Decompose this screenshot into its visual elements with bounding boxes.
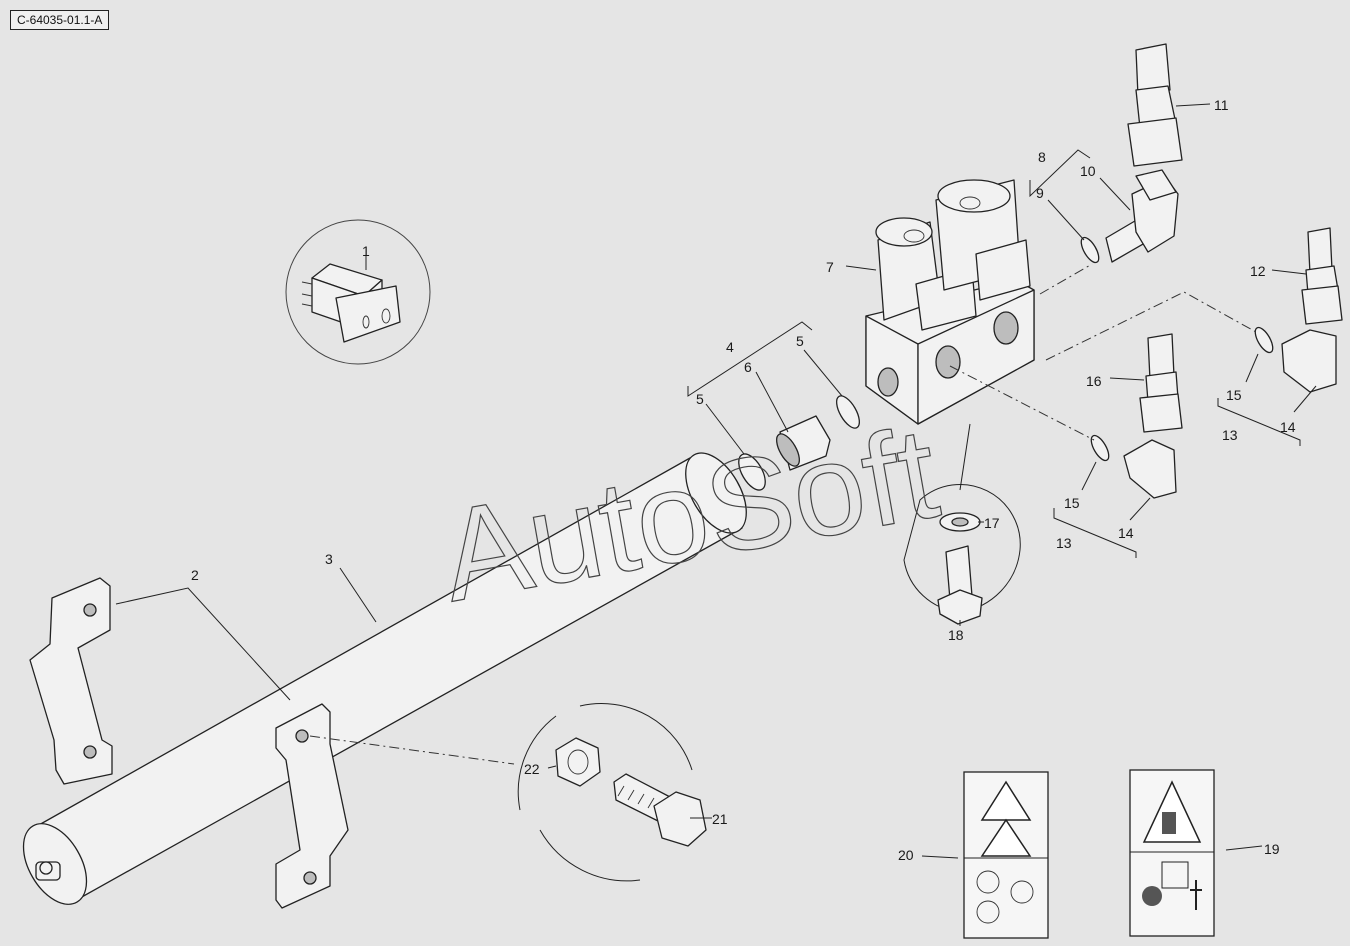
callout-1: 1 [362, 243, 370, 259]
callout-2: 2 [191, 567, 199, 583]
callout-16: 16 [1086, 373, 1102, 389]
hose-fitting-11 [1127, 43, 1183, 167]
callout-22: 22 [524, 761, 540, 777]
callout-9: 9 [1036, 185, 1044, 201]
callout-6: 6 [744, 359, 752, 375]
callout-13-lower: 13 [1056, 535, 1072, 551]
bolt-nut-detail [517, 703, 707, 882]
callout-18: 18 [948, 627, 964, 643]
callout-7: 7 [826, 259, 834, 275]
callout-12: 12 [1250, 263, 1266, 279]
valve-block-part [865, 179, 1035, 425]
callout-15-lower: 15 [1064, 495, 1080, 511]
callout-11: 11 [1214, 97, 1229, 113]
callout-4: 4 [726, 339, 734, 355]
cylinder-part [22, 452, 747, 905]
callout-labels: 1 2 3 4 5 5 6 7 8 9 10 11 12 13 13 14 14… [191, 97, 1296, 863]
fitting-part-6 [738, 395, 861, 491]
autosoft-watermark: AutoSoft [431, 399, 947, 629]
callout-14-lower: 14 [1118, 525, 1134, 541]
warning-decal-19 [1129, 769, 1215, 937]
callout-10: 10 [1080, 163, 1096, 179]
callout-14-upper: 14 [1280, 419, 1296, 435]
leader-lines [115, 103, 1317, 859]
washer-bolt-detail [903, 483, 1021, 625]
elbow-fitting-10 [1080, 169, 1179, 264]
callout-13-upper: 13 [1222, 427, 1238, 443]
callout-17: 17 [984, 515, 1000, 531]
callout-8: 8 [1038, 149, 1046, 165]
callout-5-lower: 5 [696, 391, 704, 407]
drawing-code: C-64035-01.1-A [10, 10, 110, 30]
hose-fitting-16 [1139, 333, 1183, 433]
warning-decal-20 [963, 771, 1049, 939]
callout-19: 19 [1264, 841, 1280, 857]
elbow-fitting-14-upper [1254, 326, 1337, 393]
clamp-part [29, 577, 349, 909]
callout-3: 3 [325, 551, 333, 567]
rocker-switch-part [285, 219, 431, 365]
callout-21: 21 [712, 811, 728, 827]
callout-15-upper: 15 [1226, 387, 1242, 403]
hose-fitting-12 [1301, 227, 1343, 325]
callout-20: 20 [898, 847, 914, 863]
callout-5-upper: 5 [796, 333, 804, 349]
elbow-fitting-14-lower [1090, 434, 1177, 499]
